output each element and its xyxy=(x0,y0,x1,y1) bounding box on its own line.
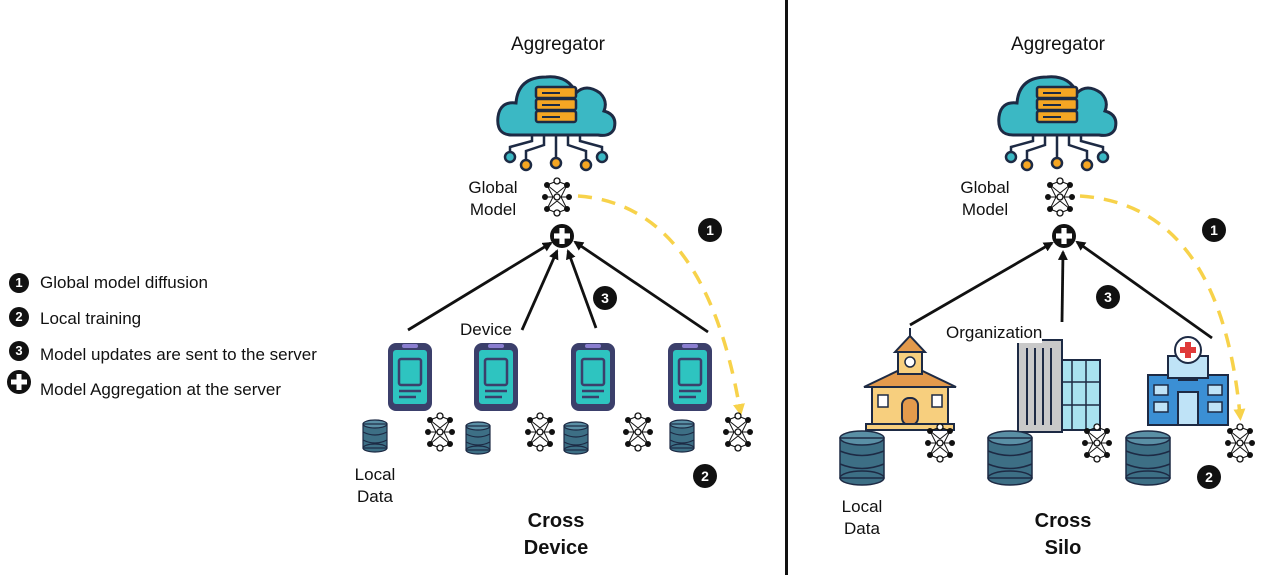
step-3-badge: 3 xyxy=(593,286,617,310)
phone-icon-1 xyxy=(386,341,434,413)
local-model-nn-icon-1 xyxy=(424,412,456,452)
step-1-badge: 1 xyxy=(698,218,722,242)
global-model-label-silo-line1: Global xyxy=(960,178,1010,197)
database-icon-silo-2 xyxy=(987,430,1033,486)
local-data-label-line2: Data xyxy=(357,487,393,506)
local-model-nn-icon-silo-3 xyxy=(1224,423,1256,463)
legend-marker-1: 1 xyxy=(9,273,29,293)
school-building-icon xyxy=(863,328,957,431)
local-data-label-line1: Local xyxy=(354,465,396,484)
aggregator-cloud-icon-silo xyxy=(997,75,1118,172)
aggregation-plus-icon-silo xyxy=(1052,224,1076,248)
global-model-nn-icon xyxy=(541,177,573,217)
diffusion-arrow-silo xyxy=(1079,194,1246,421)
cross-device-title-line1: Cross xyxy=(527,510,585,532)
step-2-badge-silo: 2 xyxy=(1197,465,1221,489)
cross-device-title-line2: Device xyxy=(523,537,589,559)
device-label: Device xyxy=(460,319,512,340)
local-model-nn-icon-3 xyxy=(622,412,654,452)
aggregator-cloud-icon xyxy=(496,75,617,172)
update-arrow-org-1 xyxy=(909,241,1054,327)
legend-marker-3: 3 xyxy=(9,341,29,361)
local-model-nn-icon-silo-2 xyxy=(1081,423,1113,463)
step-3-badge-silo: 3 xyxy=(1096,285,1120,309)
aggregator-label-silo: Aggregator xyxy=(1010,34,1105,55)
update-arrow-device-3 xyxy=(566,249,598,329)
database-icon-silo-3 xyxy=(1125,430,1171,486)
step-2-badge: 2 xyxy=(693,464,717,488)
database-icon-1 xyxy=(362,419,388,453)
legend-text-3: Model updates are sent to the server xyxy=(40,345,317,364)
cross-silo-title-line1: Cross xyxy=(1034,510,1092,532)
hospital-building-icon xyxy=(1147,336,1229,426)
aggregator-label: Aggregator xyxy=(510,34,605,55)
legend-text-1: Global model diffusion xyxy=(40,273,208,292)
step-1-badge-silo: 1 xyxy=(1202,218,1226,242)
update-arrow-org-3 xyxy=(1075,240,1213,340)
organization-label: Organization xyxy=(946,322,1043,343)
update-arrow-org-2 xyxy=(1057,250,1068,323)
legend-plus-icon xyxy=(7,370,31,394)
update-arrow-device-2 xyxy=(520,249,559,331)
phone-icon-3 xyxy=(569,341,617,413)
update-arrow-device-1 xyxy=(407,241,553,332)
global-model-nn-icon-silo xyxy=(1044,177,1076,217)
update-arrow-device-4 xyxy=(573,240,709,334)
database-icon-2 xyxy=(465,421,491,455)
diffusion-arrow xyxy=(577,194,745,416)
database-icon-silo-1 xyxy=(839,430,885,486)
office-building-icon xyxy=(1017,339,1101,433)
local-data-label-silo-line2: Data xyxy=(844,519,880,538)
global-model-label-silo-line2: Model xyxy=(961,200,1009,219)
cross-silo-title-line2: Silo xyxy=(1044,537,1082,559)
database-icon-4 xyxy=(669,419,695,453)
phone-icon-2 xyxy=(472,341,520,413)
aggregation-plus-icon xyxy=(550,224,574,248)
legend-text-4: Model Aggregation at the server xyxy=(40,380,281,399)
legend-marker-2: 2 xyxy=(9,307,29,327)
legend-text-2: Local training xyxy=(40,309,142,328)
cross-device-panel xyxy=(362,75,754,455)
local-model-nn-icon-silo-1 xyxy=(924,423,956,463)
local-model-nn-icon-2 xyxy=(524,412,556,452)
global-model-label-line1: Global xyxy=(468,178,518,197)
local-model-nn-icon-4 xyxy=(722,412,754,452)
cross-silo-panel xyxy=(839,75,1256,486)
local-data-label-silo-line1: Local xyxy=(841,497,883,516)
panel-divider xyxy=(785,0,788,575)
phone-icon-4 xyxy=(666,341,714,413)
global-model-label-line2: Model xyxy=(469,200,517,219)
database-icon-3 xyxy=(563,421,589,455)
